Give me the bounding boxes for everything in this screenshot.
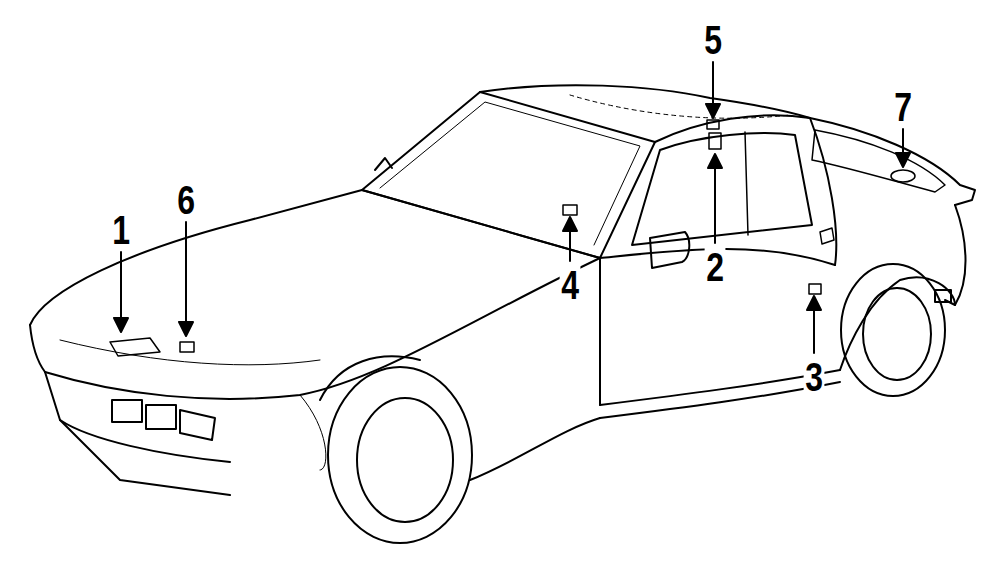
headlight (180, 410, 215, 440)
leader-line (569, 231, 571, 261)
hatch (810, 118, 975, 205)
callout-number: 4 (560, 265, 581, 305)
arrowhead (179, 322, 193, 336)
sunroof (570, 95, 790, 118)
roof (480, 85, 810, 118)
mirror (650, 232, 689, 268)
cowl (362, 190, 600, 258)
windshield (362, 92, 655, 258)
callout-number: 2 (705, 247, 726, 287)
rear-glass (812, 130, 945, 192)
part-7 (891, 170, 915, 182)
leader-line (185, 222, 187, 322)
arrowhead (896, 153, 910, 167)
leaders (114, 62, 910, 353)
callout-number: 5 (703, 20, 724, 60)
rear-rim (863, 288, 931, 380)
part-6 (180, 342, 194, 352)
front-rocker (470, 418, 600, 480)
front-face (45, 372, 230, 462)
front-arch (320, 356, 420, 400)
part-5 (707, 120, 719, 129)
leader-line (714, 168, 716, 243)
mirror-far (375, 158, 392, 170)
arrowhead (807, 296, 821, 310)
part-1 (110, 338, 160, 356)
arrowhead (563, 217, 577, 231)
callout-number: 3 (804, 357, 825, 397)
leader-line (712, 62, 714, 104)
side-window (632, 133, 812, 245)
arrowhead (706, 104, 720, 118)
c-pillar (810, 118, 836, 265)
callout-number: 6 (176, 180, 197, 220)
window-divider (745, 132, 748, 235)
part-4 (563, 205, 577, 215)
rear-wheel (841, 264, 945, 396)
callout-number: 1 (111, 210, 132, 250)
front-spoiler (60, 420, 230, 495)
hood-line (60, 340, 320, 365)
front-rim (357, 398, 453, 522)
nose (30, 325, 45, 372)
leader-line (120, 252, 122, 318)
door-front (599, 258, 601, 405)
arrowhead (708, 154, 722, 168)
leader-line (813, 310, 815, 353)
door-handle (820, 228, 834, 244)
headlight (146, 405, 176, 429)
windshield-inner (380, 102, 640, 245)
headlight (112, 400, 142, 422)
leader-line (902, 129, 904, 153)
fender-crease (45, 258, 600, 399)
rear-arch (840, 277, 955, 370)
exhaust (935, 290, 951, 302)
roof-edge (655, 115, 810, 142)
arrowhead (114, 318, 128, 332)
part-2 (709, 133, 721, 149)
front-wheel (328, 367, 472, 543)
callout-number: 7 (893, 87, 914, 127)
part-3 (809, 284, 821, 294)
fender-line (300, 395, 326, 470)
